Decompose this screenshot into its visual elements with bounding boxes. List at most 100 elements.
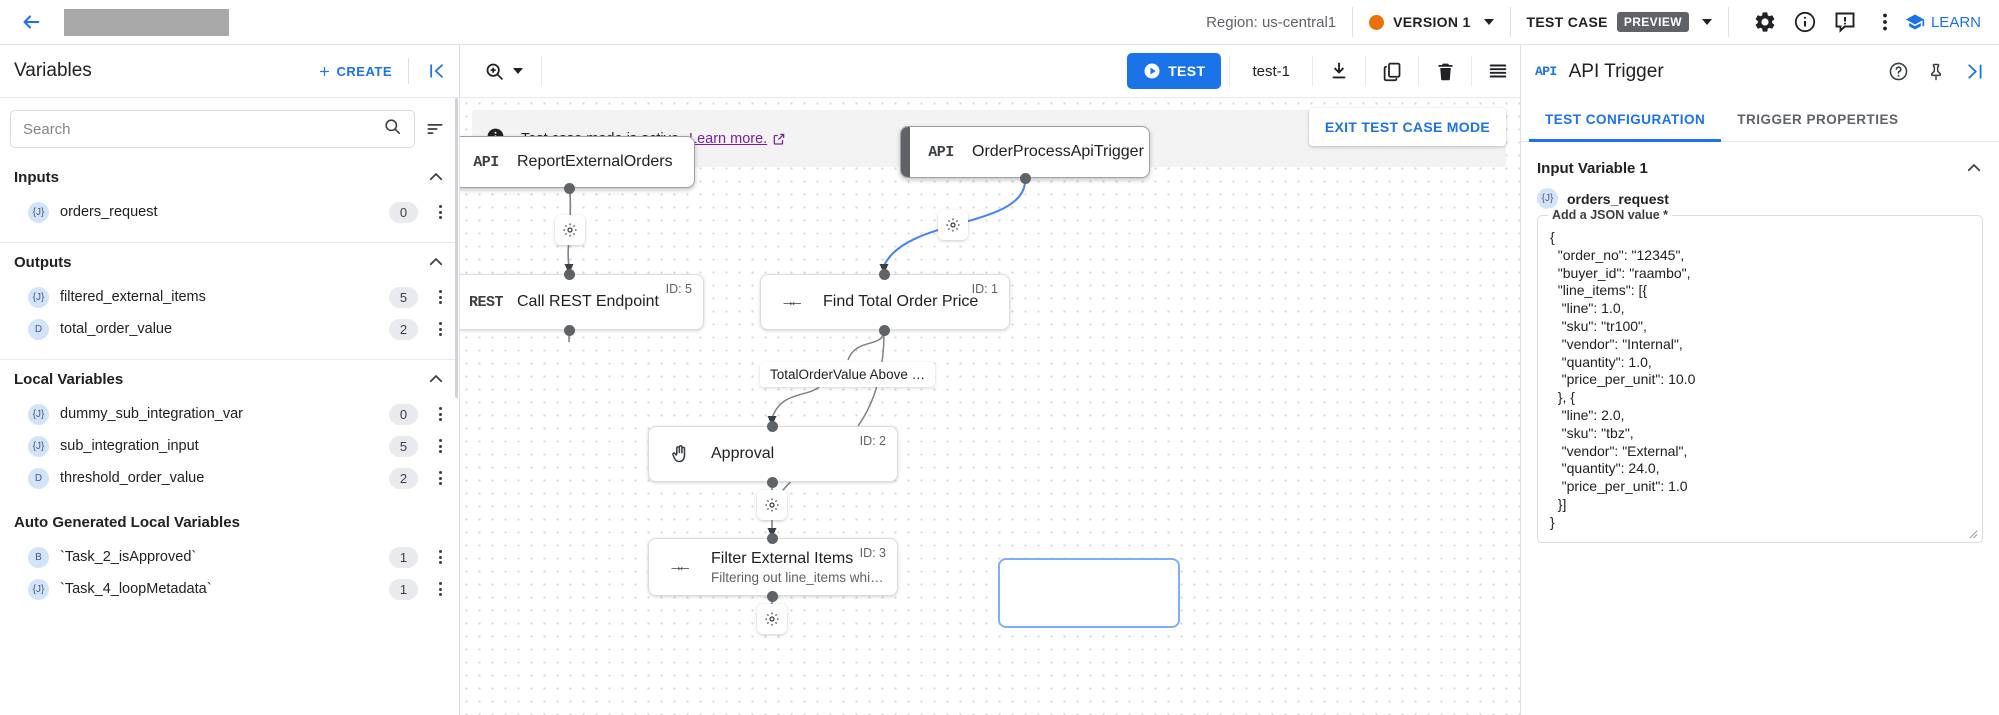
expand-right-icon[interactable] [1955, 53, 1993, 91]
row-menu-icon[interactable] [429, 550, 451, 564]
node-order-process-api-trigger[interactable]: API OrderProcessApiTrigger [900, 126, 1150, 178]
chevron-up-icon [427, 168, 445, 186]
json-value-field[interactable]: Add a JSON value * { "order_no": "12345"… [1537, 208, 1983, 543]
list-item[interactable]: {J} orders_request 0 [0, 196, 459, 228]
info-circle-icon[interactable] [1785, 2, 1825, 42]
node-input-port[interactable] [767, 421, 778, 432]
edge-layer [564, 182, 1026, 618]
list-item[interactable]: D total_order_value 2 [0, 313, 459, 345]
row-menu-icon[interactable] [429, 205, 451, 219]
scrollbar-thumb[interactable] [455, 98, 458, 398]
pin-icon[interactable] [1917, 53, 1955, 91]
variable-type-badge: {J} [28, 435, 49, 457]
section-header-outputs[interactable]: Outputs [0, 243, 459, 281]
row-menu-icon[interactable] [429, 290, 451, 304]
node-call-rest-endpoint[interactable]: REST Call REST Endpoint ID: 5 [460, 274, 704, 330]
row-menu-icon[interactable] [429, 439, 451, 453]
node-output-port[interactable] [767, 477, 778, 488]
flow-canvas[interactable]: TEST test-1 [460, 45, 1520, 715]
node-output-port[interactable] [1020, 173, 1031, 184]
gear-icon[interactable] [938, 210, 968, 240]
node-output-port[interactable] [564, 325, 575, 336]
version-selector[interactable]: VERSION 1 [1369, 14, 1494, 30]
copy-icon[interactable] [1370, 49, 1414, 93]
variable-count: 2 [389, 318, 418, 340]
node-input-port[interactable] [564, 269, 575, 280]
section-header-local-variables[interactable]: Local Variables [0, 360, 459, 398]
variable-name: orders_request [60, 204, 158, 220]
properties-tabs: TEST CONFIGURATION TRIGGER PROPERTIES [1521, 98, 1999, 142]
learn-button[interactable]: LEARN [1905, 12, 1985, 32]
preview-badge: PREVIEW [1616, 12, 1689, 32]
tab-trigger-properties[interactable]: TRIGGER PROPERTIES [1737, 112, 1899, 127]
zoom-in-icon[interactable] [470, 61, 537, 82]
test-case-selector[interactable]: TEST CASE PREVIEW [1527, 12, 1712, 32]
variable-count: 2 [389, 467, 418, 489]
variable-name: threshold_order_value [60, 470, 205, 486]
list-item[interactable]: {J} dummy_sub_integration_var 0 [0, 398, 459, 430]
variables-list-scroll[interactable]: Inputs {J} orders_request 0 Outputs [0, 98, 459, 715]
divider [1509, 7, 1511, 37]
search-input[interactable] [23, 120, 383, 138]
variables-panel: Variables CREATE [0, 45, 460, 715]
divider [1352, 7, 1354, 37]
row-menu-icon[interactable] [429, 471, 451, 485]
gear-icon[interactable] [1745, 2, 1785, 42]
node-input-port[interactable] [879, 269, 890, 280]
variable-count: 1 [389, 546, 418, 568]
section-header-inputs[interactable]: Inputs [0, 158, 459, 196]
selected-node-outline[interactable] [998, 558, 1180, 628]
chevron-down-icon [1701, 19, 1712, 25]
search-box[interactable] [10, 110, 415, 148]
chevron-up-icon [427, 253, 445, 271]
list-item[interactable]: {J} filtered_external_items 5 [0, 281, 459, 313]
external-link-icon[interactable] [772, 132, 786, 146]
properties-panel-body: Input Variable 1 {J} orders_request Add … [1521, 142, 1999, 715]
divider [1471, 56, 1472, 86]
gear-icon[interactable] [757, 490, 787, 520]
node-approval[interactable]: Approval ID: 2 [648, 426, 898, 482]
list-icon[interactable] [1476, 49, 1520, 93]
gear-icon[interactable] [757, 604, 787, 634]
section-title: Input Variable 1 [1537, 159, 1648, 177]
node-output-port[interactable] [879, 325, 890, 336]
list-item[interactable]: B `Task_2_isApproved` 1 [0, 541, 459, 573]
list-item[interactable]: {J} sub_integration_input 5 [0, 430, 459, 462]
node-filter-external-items[interactable]: →← Filter External Items Filtering out l… [648, 538, 898, 596]
resize-handle-icon[interactable] [1967, 528, 1979, 540]
node-output-port[interactable] [564, 183, 575, 194]
collapse-left-icon[interactable] [415, 49, 459, 93]
test-case-name[interactable]: test-1 [1252, 62, 1290, 80]
input-variable-section-header[interactable]: Input Variable 1 [1537, 142, 1983, 185]
list-item[interactable]: {J} `Task_4_loopMetadata` 1 [0, 573, 459, 605]
trash-icon[interactable] [1423, 49, 1467, 93]
node-title: Filter External Items [711, 549, 854, 567]
node-find-total-order-price[interactable]: →← Find Total Order Price ID: 1 [760, 274, 1010, 330]
tab-test-configuration[interactable]: TEST CONFIGURATION [1529, 98, 1722, 142]
list-item[interactable]: D threshold_order_value 2 [0, 462, 459, 494]
more-vertical-icon[interactable] [1865, 2, 1905, 42]
edge-condition-label[interactable]: TotalOrderValue Above … [760, 362, 936, 387]
json-value-text[interactable]: { "order_no": "12345", "buyer_id": "raam… [1550, 229, 1696, 530]
row-menu-icon[interactable] [429, 582, 451, 596]
row-menu-icon[interactable] [429, 322, 451, 336]
section-header-auto-generated: Auto Generated Local Variables [0, 504, 459, 541]
help-circle-icon[interactable] [1879, 53, 1917, 91]
run-test-button[interactable]: TEST [1127, 53, 1222, 89]
section-title: Outputs [14, 253, 72, 271]
back-arrow-icon[interactable] [14, 5, 48, 39]
row-menu-icon[interactable] [429, 407, 451, 421]
learn-more-link[interactable]: Learn more. [689, 130, 768, 147]
create-variable-button[interactable]: CREATE [307, 58, 402, 85]
exit-test-case-mode-button[interactable]: EXIT TEST CASE MODE [1308, 108, 1506, 146]
node-report-external-orders[interactable]: API ReportExternalOrders [460, 136, 695, 188]
canvas-viewport[interactable]: Test case mode is active. Learn more. EX… [460, 98, 1520, 715]
spacer [0, 494, 459, 504]
feedback-icon[interactable] [1825, 2, 1865, 42]
download-icon[interactable] [1317, 49, 1361, 93]
gear-icon[interactable] [555, 215, 585, 245]
sort-icon[interactable] [421, 115, 449, 143]
node-input-port[interactable] [767, 533, 778, 544]
node-output-port[interactable] [767, 591, 778, 602]
